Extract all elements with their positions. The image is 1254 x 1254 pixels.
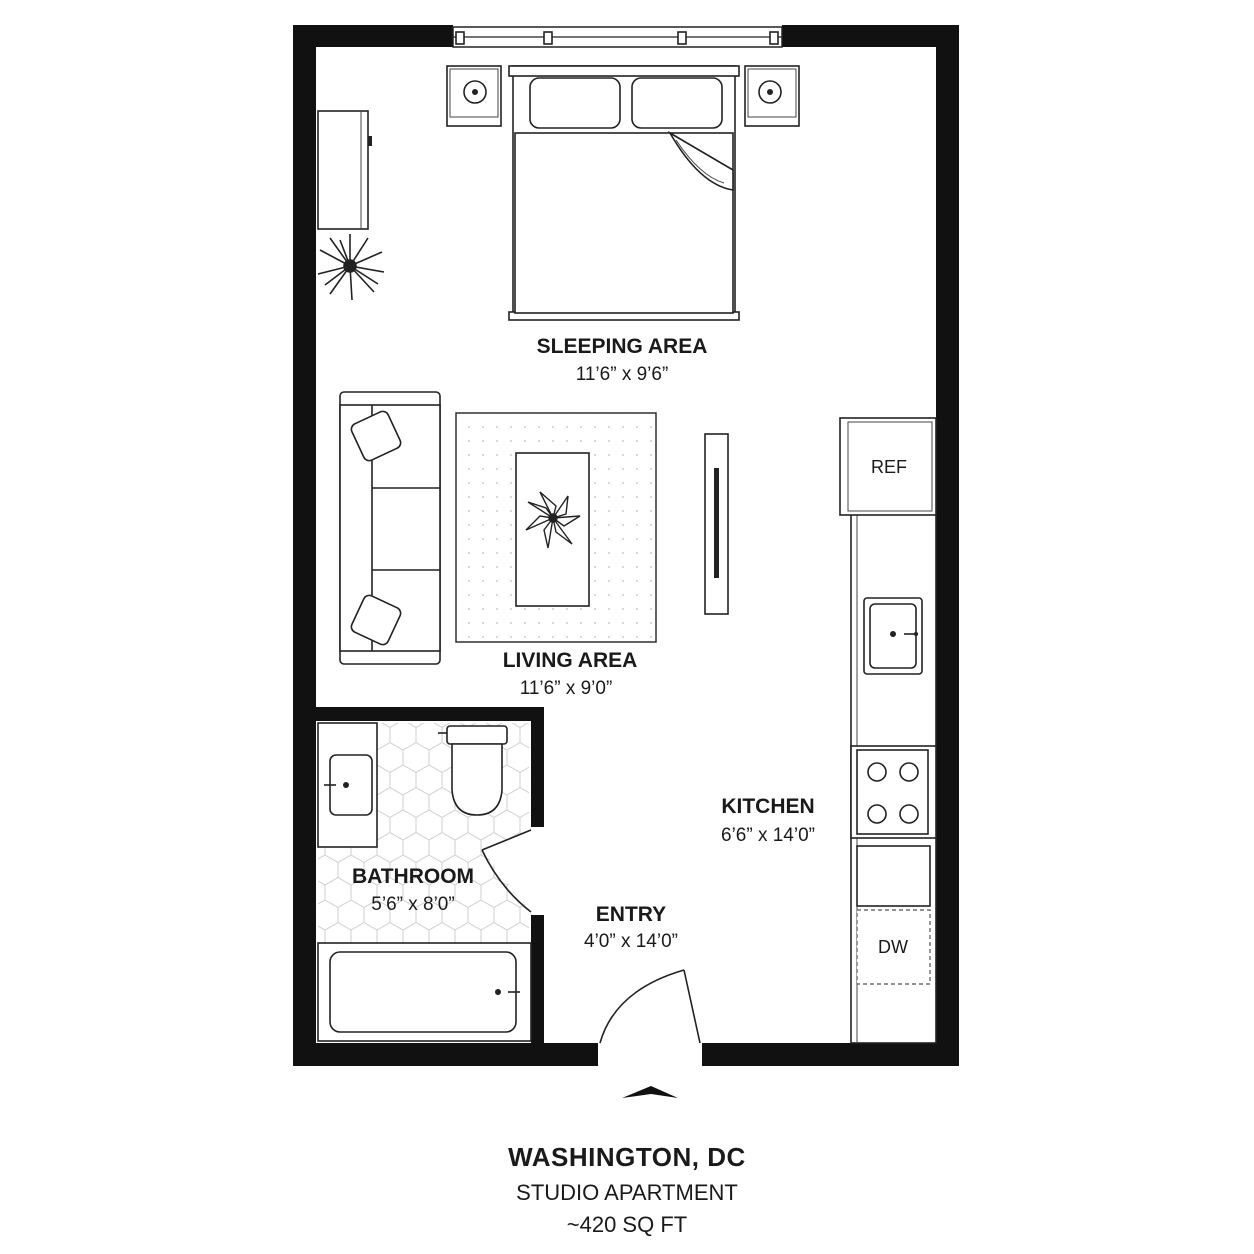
bathroom-dims: 5’6” x 8’0” (371, 894, 454, 915)
sink-icon (863, 597, 923, 675)
refrigerator (839, 417, 937, 516)
dishwasher (856, 909, 931, 985)
kitchen-dims: 6’6” x 14’0” (721, 825, 815, 846)
entry-arrow-icon (622, 1086, 678, 1098)
door-swing-icon (481, 829, 532, 913)
bathroom-name: BATHROOM (352, 865, 474, 888)
plant-icon (317, 234, 385, 301)
window-icon (452, 26, 783, 48)
coffee-table (515, 452, 590, 607)
fridge-label: REF (871, 457, 907, 477)
nightstand-left (446, 65, 502, 127)
entry-door-swing-icon (599, 969, 701, 1044)
exterior-walls (293, 25, 959, 1066)
footer-unit-type: STUDIO APARTMENT (516, 1180, 738, 1205)
kitchen-cabinet (856, 845, 931, 907)
footer-location: WASHINGTON, DC (508, 1142, 746, 1172)
table-plant-icon (525, 491, 581, 549)
sleeping-area-name: SLEEPING AREA (537, 335, 708, 358)
tv-console (704, 433, 729, 615)
nightstand-right (744, 65, 800, 127)
sofa-icon (339, 391, 441, 665)
living-area-dims: 11’6” x 9’0” (520, 678, 613, 699)
dishwasher-label: DW (878, 937, 908, 957)
stove-icon (850, 745, 937, 839)
living-area-name: LIVING AREA (503, 649, 638, 672)
entry-dims: 4’0” x 14’0” (584, 931, 678, 952)
dresser (317, 110, 372, 230)
sleeping-area-dims: 11’6” x 9’6” (576, 364, 669, 385)
bathtub-icon (317, 942, 532, 1042)
kitchen-name: KITCHEN (721, 795, 814, 818)
toilet-icon (438, 725, 508, 816)
entry-name: ENTRY (596, 903, 666, 926)
bathroom-vanity (317, 722, 378, 848)
bed-icon (508, 65, 740, 321)
footer-area: ~420 SQ FT (566, 1212, 688, 1237)
bathroom-walls (316, 707, 544, 1043)
